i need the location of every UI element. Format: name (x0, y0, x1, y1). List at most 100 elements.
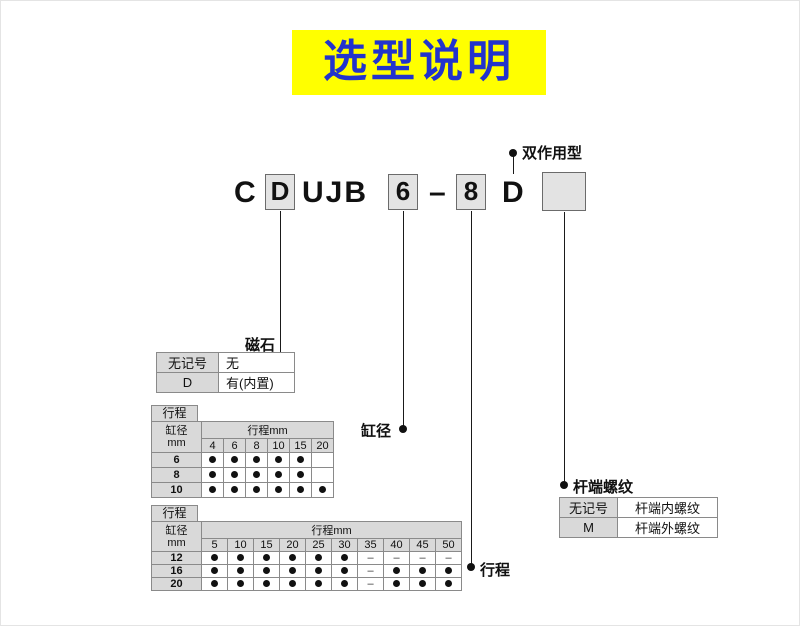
available-dot-cell (409, 564, 436, 578)
available-dot-cell (435, 577, 462, 591)
availability-dot (315, 567, 322, 575)
model-stroke-box: 8 (456, 174, 486, 210)
table-row: 6 (151, 452, 334, 468)
available-dot-cell (227, 564, 254, 578)
table-row: 无记号无 (156, 352, 295, 373)
available-dot-cell (435, 564, 462, 578)
available-dot-cell (289, 452, 312, 468)
available-dot-cell (305, 577, 332, 591)
stroke-column-header: 4 (201, 438, 224, 453)
stroke-column-header: 25 (305, 538, 332, 552)
availability-dot (231, 486, 238, 494)
bore-cell: 16 (151, 564, 202, 578)
page-title: 选型说明 (292, 30, 546, 95)
availability-dot (341, 580, 348, 588)
callout-dot-bore (399, 425, 407, 433)
code-cell: 无记号 (156, 352, 219, 373)
desc-cell: 杆端内螺纹 (617, 497, 718, 518)
callout-dot-stroke (467, 563, 475, 571)
available-dot-cell (305, 564, 332, 578)
availability-dot (211, 580, 218, 588)
stroke-table-small-tab: 行程 (151, 405, 198, 422)
model-bore-box: 6 (388, 174, 418, 210)
model-action-code: D (502, 176, 526, 209)
availability-dot (253, 456, 260, 464)
available-dot-cell (201, 564, 228, 578)
stroke-column-header: 35 (357, 538, 384, 552)
empty-cell (311, 467, 334, 483)
model-dash: – (429, 176, 448, 209)
availability-dot (253, 486, 260, 494)
availability-dot (211, 567, 218, 575)
availability-dot (237, 554, 244, 562)
available-dot-cell (331, 551, 358, 565)
availability-dot (445, 567, 452, 575)
leader-line-bore (403, 211, 404, 429)
availability-dot (263, 567, 270, 575)
stroke-header-cell: 行程mm (201, 521, 462, 539)
available-dot-cell (253, 564, 280, 578)
availability-dot (393, 580, 400, 588)
table-row: 16 – (151, 564, 462, 578)
model-magnet-box: D (265, 174, 295, 210)
available-dot-cell (305, 551, 332, 565)
availability-dot (231, 471, 238, 479)
code-cell: 无记号 (559, 497, 618, 518)
stroke-column-header: 50 (435, 538, 462, 552)
availability-dot (289, 580, 296, 588)
available-dot-cell (289, 467, 312, 483)
availability-dot (275, 471, 282, 479)
stroke-header-cell: 行程mm (201, 421, 334, 439)
available-dot-cell (227, 577, 254, 591)
stroke-table-large-tab: 行程 (151, 505, 198, 522)
desc-cell: 有(内置) (218, 372, 295, 393)
label-magnet: 磁石 (245, 337, 276, 354)
available-dot-cell (223, 467, 246, 483)
available-dot-cell (383, 577, 410, 591)
availability-dot (237, 580, 244, 588)
table-row: 8 (151, 467, 334, 483)
availability-dot (297, 471, 304, 479)
not-available-cell: – (383, 551, 410, 565)
stroke-column-header: 20 (279, 538, 306, 552)
label-double-acting: 双作用型 (522, 145, 583, 162)
available-dot-cell (223, 482, 246, 498)
stroke-column-header: 40 (383, 538, 410, 552)
availability-dot (419, 567, 426, 575)
not-available-cell: – (357, 564, 384, 578)
available-dot-cell (201, 482, 224, 498)
callout-dot-thread (560, 481, 568, 489)
label-bore: 缸径 (361, 423, 392, 440)
stroke-column-header: 15 (289, 438, 312, 453)
stroke-column-header: 6 (223, 438, 246, 453)
model-series: UJB (302, 176, 369, 209)
available-dot-cell (253, 551, 280, 565)
model-prefix: C (234, 176, 258, 209)
label-rod-end-thread: 杆端螺纹 (573, 479, 634, 496)
available-dot-cell (201, 452, 224, 468)
available-dot-cell (267, 452, 290, 468)
availability-dot (237, 567, 244, 575)
availability-dot (263, 554, 270, 562)
availability-dot (263, 580, 270, 588)
bore-cell: 6 (151, 452, 202, 468)
bore-cell: 10 (151, 482, 202, 498)
leader-line-magnet (280, 211, 281, 353)
bore-cell: 20 (151, 577, 202, 591)
available-dot-cell (331, 577, 358, 591)
availability-dot (275, 456, 282, 464)
stroke-column-header: 5 (201, 538, 228, 552)
available-dot-cell (227, 551, 254, 565)
not-available-cell: – (409, 551, 436, 565)
code-cell: M (559, 517, 618, 538)
label-stroke: 行程 (480, 562, 511, 579)
available-dot-cell (331, 564, 358, 578)
stroke-column-header: 8 (245, 438, 268, 453)
available-dot-cell (245, 452, 268, 468)
